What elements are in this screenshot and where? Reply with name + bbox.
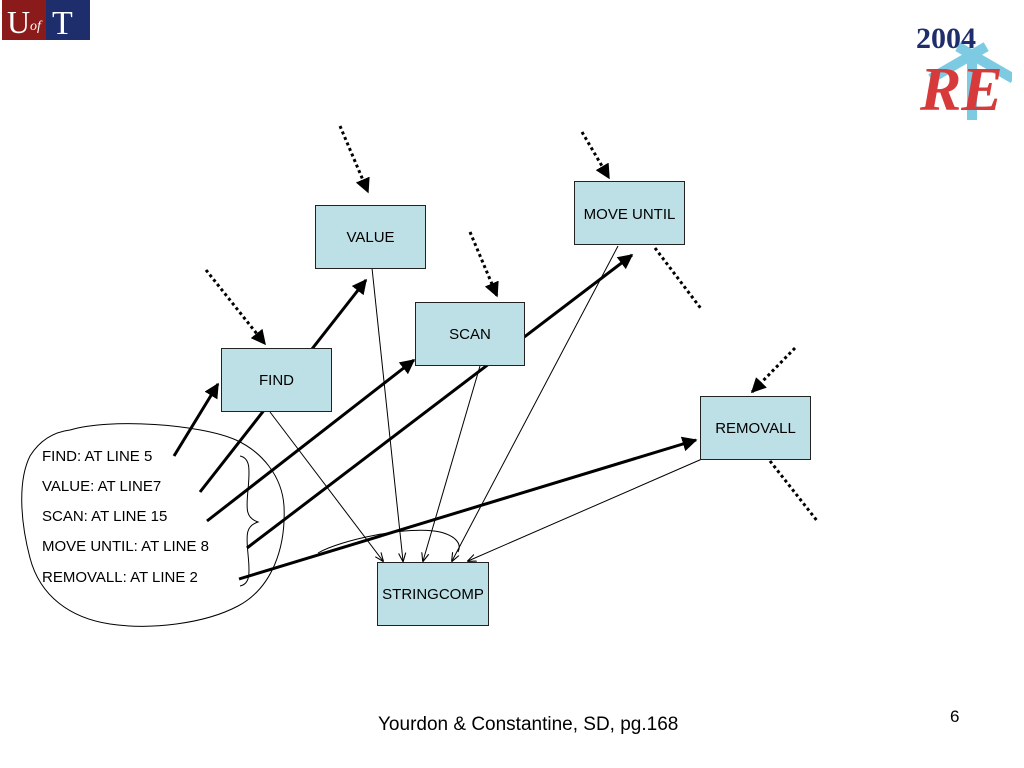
uoft-logo: U of T: [2, 0, 90, 47]
dotted-line-move-until: [653, 247, 704, 311]
module-move-until: MOVE UNTIL: [574, 181, 685, 245]
call-list-item-find: FIND: AT LINE 5: [42, 448, 153, 465]
curly-brace: [239, 455, 260, 587]
svg-text:of: of: [30, 19, 43, 34]
module-scan: SCAN: [415, 302, 525, 366]
dotted-arrow-find: [204, 269, 267, 346]
module-find-label: FIND: [259, 371, 294, 389]
hand-drawn-arc: [317, 529, 460, 554]
module-scan-label: SCAN: [449, 325, 491, 343]
call-list-item-value: VALUE: AT LINE7: [42, 478, 162, 495]
thin-arrow-find-stringcomp: [269, 411, 383, 561]
svg-text:T: T: [52, 5, 73, 42]
thin-arrow-removall-stringcomp: [468, 458, 703, 561]
dotted-arrow-move-until: [580, 131, 611, 180]
svg-text:RE: RE: [919, 56, 1003, 122]
svg-text:2004: 2004: [916, 22, 976, 55]
module-removall: REMOVALL: [700, 396, 811, 460]
call-arrow-scan: [206, 358, 416, 523]
dotted-arrow-value: [338, 125, 370, 194]
dotted-arrow-removall: [750, 346, 797, 394]
call-list-item-removall: REMOVALL: AT LINE 2: [42, 569, 198, 586]
module-stringcomp-label: STRINGCOMP: [382, 585, 484, 603]
call-list-item-move-until: MOVE UNTIL: AT LINE 8: [42, 538, 209, 555]
page-number: 6: [950, 707, 960, 726]
module-value-label: VALUE: [346, 228, 395, 246]
module-stringcomp: STRINGCOMP: [377, 562, 489, 626]
thin-arrow-scan-stringcomp: [423, 365, 481, 561]
call-list-item-scan: SCAN: AT LINE 15: [42, 508, 168, 525]
module-removall-label: REMOVALL: [715, 419, 796, 437]
footer-citation: Yourdon & Constantine, SD, pg.168: [378, 714, 679, 735]
call-arrow-move-until: [246, 253, 634, 550]
re-2004-logo: 2004 RE: [912, 6, 1016, 127]
module-value: VALUE: [315, 205, 426, 269]
svg-text:U: U: [7, 4, 30, 40]
thin-arrow-value-stringcomp: [371, 267, 403, 561]
module-find: FIND: [221, 348, 332, 412]
dotted-line-removall: [768, 460, 820, 523]
hand-drawn-outline: [21, 423, 285, 627]
module-move-until-label: MOVE UNTIL: [583, 206, 676, 223]
call-arrow-removall: [238, 436, 698, 581]
call-arrow-find: [172, 382, 220, 457]
thin-arrow-move-until-stringcomp: [452, 245, 619, 561]
dotted-arrow-scan: [468, 231, 499, 298]
